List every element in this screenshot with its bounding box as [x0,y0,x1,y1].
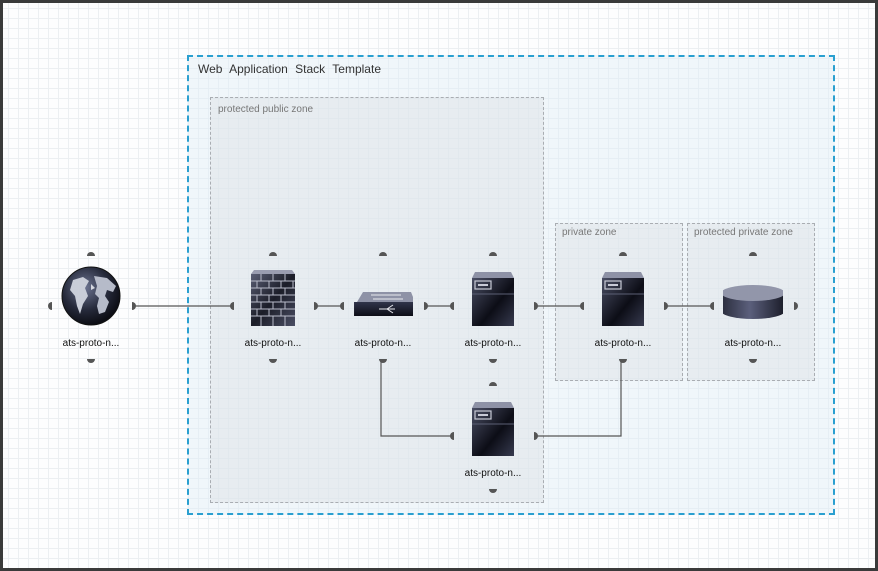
handle-left[interactable] [48,302,52,310]
connections-layer [133,305,712,437]
node-app-server[interactable]: ats-proto-n... [583,251,663,351]
handle-top[interactable] [489,382,497,386]
node-firewall[interactable]: ats-proto-n... [233,251,313,351]
handle-top[interactable] [619,252,627,256]
node-label: ats-proto-n... [62,338,120,349]
handle-top[interactable] [87,252,95,256]
handle-right[interactable] [794,302,798,310]
handle-bottom[interactable] [269,359,277,363]
handle-left[interactable] [580,302,584,310]
handle-right[interactable] [132,302,136,310]
handle-top[interactable] [269,252,277,256]
handle-bottom[interactable] [749,359,757,363]
node-web-server[interactable]: ats-proto-n... [453,251,533,351]
template-title: Web Application Stack Template [198,62,381,76]
node-switch[interactable]: ats-proto-n... [343,251,423,351]
node-internet[interactable]: ats-proto-n... [51,251,131,351]
server-icon [472,272,514,326]
handle-bottom[interactable] [87,359,95,363]
node-database[interactable]: ats-proto-n... [713,251,793,351]
handle-top[interactable] [489,252,497,256]
firewall-icon [251,270,295,326]
handle-left[interactable] [450,432,454,440]
handle-top[interactable] [379,252,387,256]
server-icon [472,402,514,456]
handle-left[interactable] [710,302,714,310]
node-server-bottom[interactable]: ats-proto-n... [453,381,533,481]
handle-right[interactable] [664,302,668,310]
handle-left[interactable] [450,302,454,310]
handle-bottom[interactable] [619,359,627,363]
node-label: ats-proto-n... [594,338,652,349]
server-icon [602,272,644,326]
handle-bottom[interactable] [489,359,497,363]
node-label: ats-proto-n... [464,468,522,479]
database-icon [723,285,783,319]
handle-bottom[interactable] [489,489,497,493]
handle-left[interactable] [340,302,344,310]
switch-icon [354,292,413,316]
node-label: ats-proto-n... [724,338,782,349]
handle-left[interactable] [230,302,234,310]
zone-label: protected private zone [694,227,793,238]
connection-serverbottom-appserver[interactable] [534,359,622,437]
handle-right[interactable] [424,302,428,310]
node-label: ats-proto-n... [464,338,522,349]
handle-right[interactable] [534,432,538,440]
zone-label: private zone [562,227,617,238]
globe-icon [61,266,121,326]
zone-label: protected public zone [218,104,314,115]
node-label: ats-proto-n... [354,338,412,349]
handle-right[interactable] [534,302,538,310]
connection-switch-serverbottom[interactable] [380,359,452,437]
handle-bottom[interactable] [379,359,387,363]
handle-right[interactable] [314,302,318,310]
handle-top[interactable] [749,252,757,256]
node-label: ats-proto-n... [244,338,302,349]
connection-handles-layer [48,252,798,493]
